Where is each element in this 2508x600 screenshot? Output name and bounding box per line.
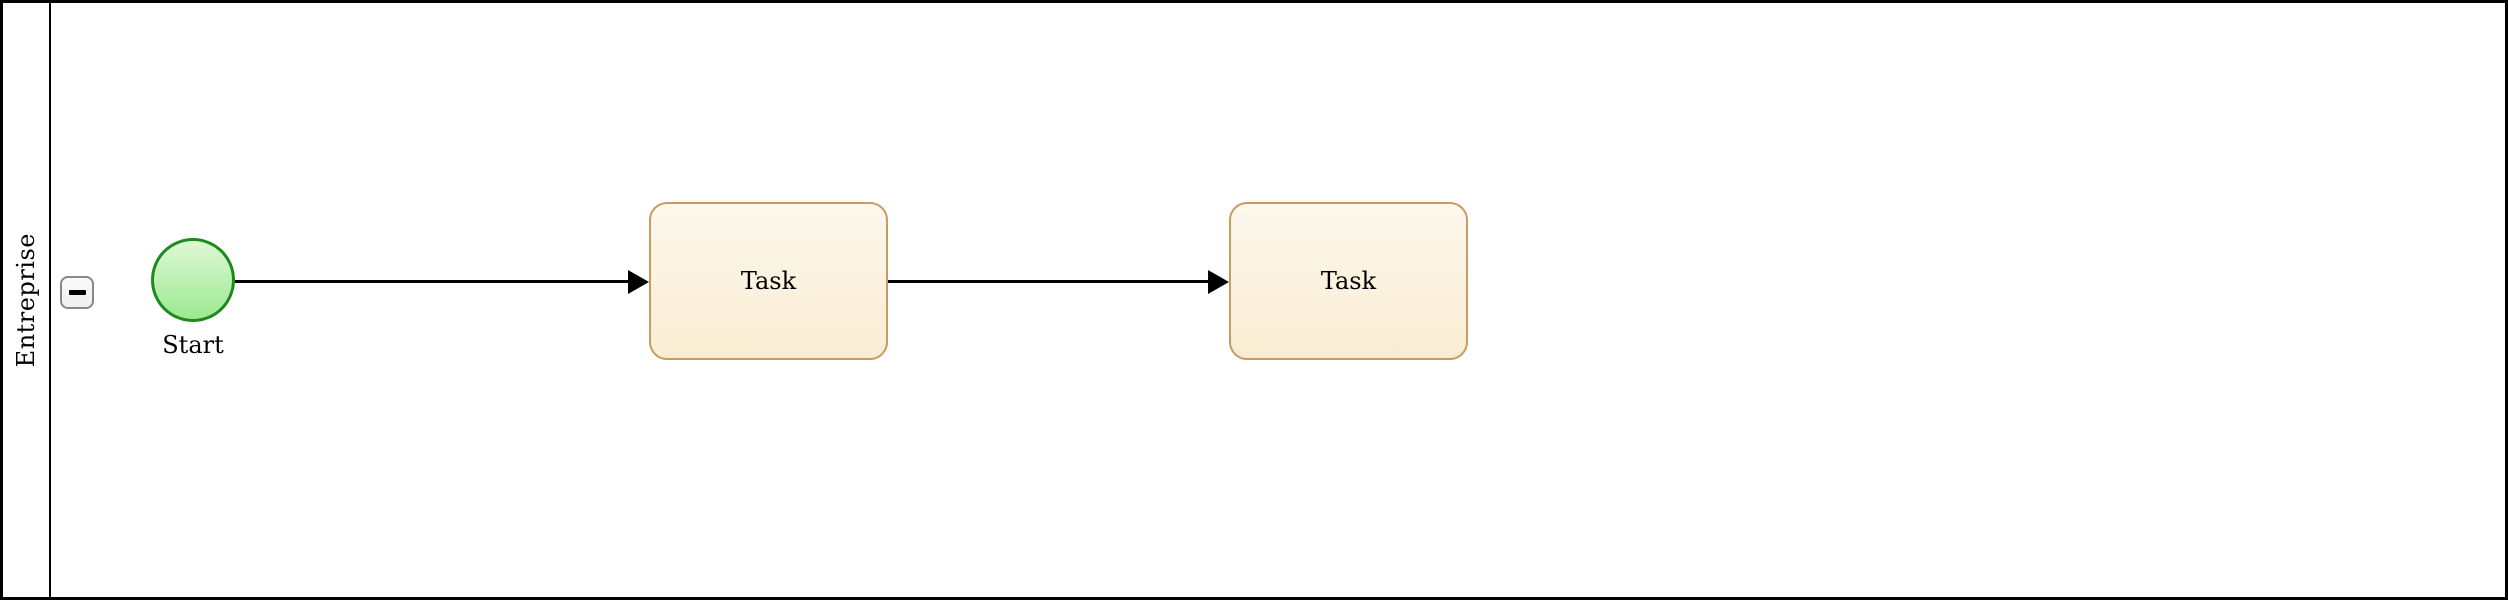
task-2[interactable]: Task	[1229, 202, 1468, 360]
start-event-label: Start	[162, 331, 224, 359]
task-2-label: Task	[1320, 267, 1377, 295]
arrowhead-icon	[628, 269, 649, 294]
sequence-flow-2[interactable]	[888, 280, 1208, 283]
arrowhead-icon	[1208, 269, 1229, 294]
pool-header[interactable]: Entreprise	[3, 3, 51, 597]
start-event[interactable]	[151, 238, 235, 322]
pool-label: Entreprise	[12, 232, 40, 368]
task-1-label: Task	[740, 267, 797, 295]
minus-icon	[68, 290, 86, 295]
sequence-flow-1[interactable]	[235, 280, 629, 283]
collapse-button[interactable]	[60, 276, 94, 309]
task-1[interactable]: Task	[649, 202, 888, 360]
